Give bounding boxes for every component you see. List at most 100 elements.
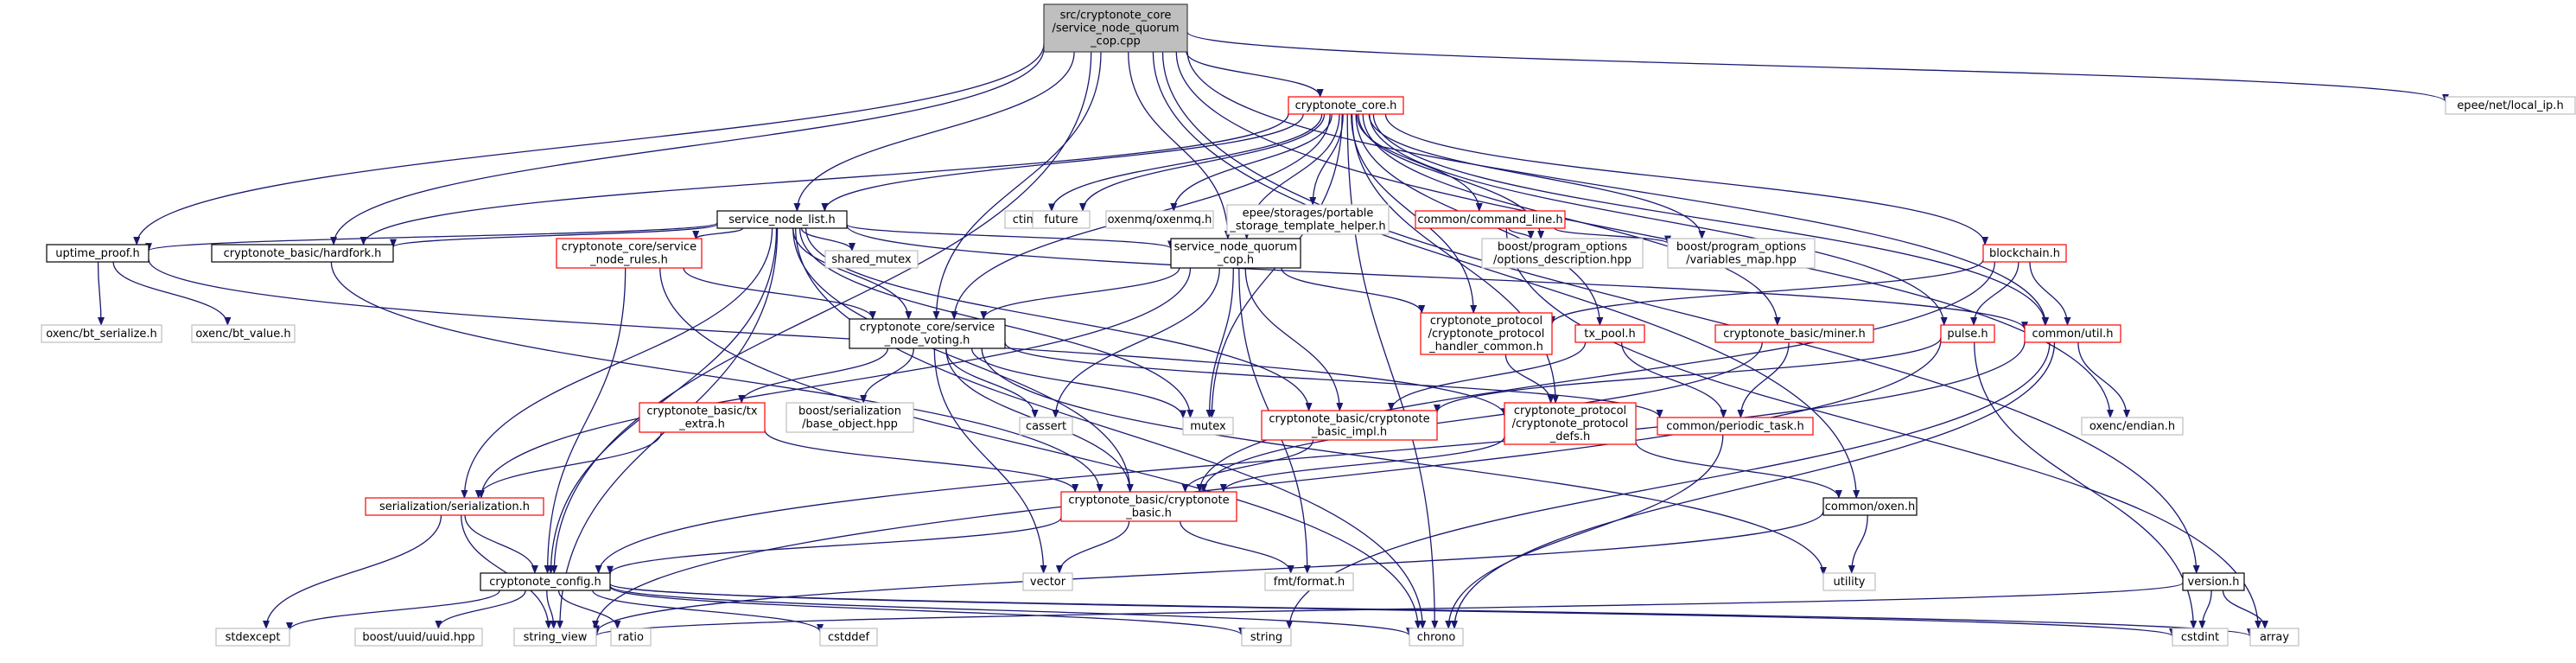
node-box (1182, 417, 1234, 436)
node-bt_serialize[interactable]: oxenc/bt_serialize.h (41, 324, 162, 343)
node-label-line: boost/serialization (798, 405, 901, 418)
edge-config_h-to-array (609, 583, 2254, 638)
node-bt_value[interactable]: oxenc/bt_value.h (191, 324, 296, 343)
node-cassert[interactable]: cassert (1019, 417, 1073, 436)
node-array[interactable]: array (2249, 628, 2299, 647)
edge-cryptonote_core_h-to-ctime (1048, 113, 1323, 213)
node-pulse_h[interactable]: pulse.h (1940, 324, 1995, 343)
node-box (1714, 324, 1874, 343)
node-cryptonote_core_h[interactable]: cryptonote_core.h (1288, 96, 1404, 115)
edge-pulse_h-to-string_view (592, 339, 1942, 629)
node-box (354, 628, 483, 647)
edge-root-to-sn_quorum_cop_h (1128, 51, 1231, 239)
node-oxenmq[interactable]: oxenmq/oxenmq.h (1105, 210, 1214, 229)
edge-cryptonote_core_h-to-command_line_h (1356, 113, 1483, 212)
node-tx_extra_h[interactable]: cryptonote_basic/tx_extra.h (639, 402, 766, 433)
node-vector[interactable]: vector (1022, 572, 1073, 591)
node-endian_h[interactable]: oxenc/endian.h (2081, 417, 2184, 436)
node-box (1288, 96, 1404, 115)
node-cstdint[interactable]: cstdint (2172, 628, 2229, 647)
edge-root-to-oxen_h (1152, 51, 1860, 499)
node-label-line: cryptonote_core.h (1295, 99, 1397, 112)
node-box (1022, 572, 1073, 591)
node-ratio[interactable]: ratio (610, 628, 652, 647)
node-label-line: cryptonote_core/service (860, 322, 995, 335)
node-portable_storage[interactable]: epee/storages/portable_storage_template_… (1226, 204, 1390, 235)
node-mutex[interactable]: mutex (1182, 417, 1234, 436)
node-proto_defs_h[interactable]: cryptonote_protocol/cryptonote_protocol_… (1504, 402, 1637, 445)
edge-root-to-service_node_list_h (793, 51, 1075, 212)
node-uuid[interactable]: boost/uuid/uuid.hpp (354, 628, 483, 647)
edge-command_line_h-to-array (1505, 227, 2262, 629)
node-box (1574, 324, 1645, 343)
node-sn_rules_h[interactable]: cryptonote_core/service_node_rules.h (556, 238, 703, 269)
node-cstddef[interactable]: cstddef (819, 628, 878, 647)
node-label-line: uptime_proof.h (55, 247, 140, 260)
node-config_h[interactable]: cryptonote_config.h (480, 572, 611, 591)
node-string_view[interactable]: string_view (513, 628, 597, 647)
node-serialization_h[interactable]: serialization/serialization.h (365, 497, 544, 516)
edge-version_h-to-array (2222, 590, 2268, 629)
node-label-line: cassert (1026, 420, 1066, 433)
node-sn_voting_h[interactable]: cryptonote_core/service_node_voting.h (849, 318, 1006, 349)
node-hardfork_h[interactable]: cryptonote_basic/hardfork.h (211, 244, 394, 263)
edge-oxen_h-to-utility (1848, 514, 1868, 574)
node-service_node_list_h[interactable]: service_node_list.h (716, 210, 848, 229)
node-command_line_h[interactable]: common/command_line.h (1415, 210, 1566, 229)
edge-proto_defs_h-to-oxen_h (1635, 441, 1842, 499)
node-basic_impl_h[interactable]: cryptonote_basic/cryptonote_basic_impl.h (1261, 410, 1438, 441)
node-box (1170, 238, 1301, 269)
node-miner_h[interactable]: cryptonote_basic/miner.h (1714, 324, 1874, 343)
node-po_varmap[interactable]: boost/program_options/variables_map.hpp (1667, 238, 1816, 269)
node-oxen_h[interactable]: common/oxen.h (1822, 497, 1918, 516)
edge-cryptonote_core_h-to-future (1079, 113, 1326, 212)
node-box (2081, 417, 2184, 436)
node-tx_pool_h[interactable]: tx_pool.h (1574, 324, 1645, 343)
node-label-line: stdexcept (226, 631, 281, 644)
node-local_ip_h[interactable]: epee/net/local_ip.h (2445, 96, 2576, 115)
edge-blockchain_h-to-pulse_h (1970, 261, 2019, 326)
node-label-line: _defs.h (1549, 430, 1590, 443)
node-box (639, 402, 766, 433)
node-box (513, 628, 597, 647)
edge-pulse_h-to-basic_impl_h (1434, 337, 1942, 413)
node-stdexcept[interactable]: stdexcept (215, 628, 290, 647)
edge-config_h-to-chrono (609, 585, 1413, 637)
node-chrono[interactable]: chrono (1409, 628, 1464, 647)
node-base_object[interactable]: boost/serialization/base_object.hpp (786, 402, 914, 433)
edge-service_node_list_h-to-basic_h (792, 227, 1134, 493)
node-version_h[interactable]: version.h (2182, 572, 2245, 591)
node-label-line: epee/storages/portable (1243, 207, 1374, 220)
node-label-line: _storage_template_helper.h (1229, 220, 1385, 233)
node-box (2249, 628, 2299, 647)
node-sn_quorum_cop_h[interactable]: service_node_quorum_cop.h (1170, 238, 1301, 269)
edge-service_node_list_h-to-sn_rules_h (692, 227, 744, 239)
node-po_desc[interactable]: boost/program_options/options_descriptio… (1481, 238, 1644, 269)
edge-command_line_h-to-po_varmap (1554, 227, 1671, 245)
node-utility[interactable]: utility (1822, 572, 1876, 591)
edge-service_node_list_h-to-hardfork_h (390, 223, 718, 248)
node-periodic_task_h[interactable]: common/periodic_task.h (1657, 417, 1814, 436)
edge-cryptonote_core_h-to-proto_handler_common_h (1351, 113, 1478, 314)
node-proto_handler_common_h[interactable]: cryptonote_protocol/cryptonote_protocol_… (1420, 312, 1553, 355)
node-root[interactable]: src/cryptonote_core/service_node_quorum_… (1043, 3, 1188, 53)
node-shared_mutex[interactable]: shared_mutex (824, 250, 919, 269)
edge-sn_quorum_cop_h-to-mutex (1205, 267, 1234, 418)
node-basic_h[interactable]: cryptonote_basic/cryptonote_basic.h (1060, 491, 1237, 522)
edge-cryptonote_core_h-to-oxenmq (1170, 113, 1333, 212)
edge-command_line_h-to-po_desc (1508, 227, 1535, 239)
node-label-line: /variables_map.hpp (1686, 254, 1797, 267)
node-blockchain_h[interactable]: blockchain.h (1982, 244, 2067, 263)
node-label-line: pulse.h (1947, 328, 1988, 341)
node-fmt_format[interactable]: fmt/format.h (1264, 572, 1354, 591)
node-future[interactable]: future (1032, 210, 1091, 229)
node-box (1043, 3, 1188, 53)
node-box (1420, 312, 1553, 355)
edge-proto_defs_h-to-basic_h (1219, 436, 1505, 493)
node-label-line: utility (1834, 576, 1866, 589)
edge-sn_quorum_cop_h-to-sn_voting_h (980, 267, 1180, 320)
edge-sn_quorum_cop_h-to-basic_impl_h (1244, 267, 1344, 411)
node-uptime_proof_h[interactable]: uptime_proof.h (46, 244, 149, 263)
node-util_h[interactable]: common/util.h (2024, 324, 2121, 343)
node-string[interactable]: string (1241, 628, 1292, 647)
